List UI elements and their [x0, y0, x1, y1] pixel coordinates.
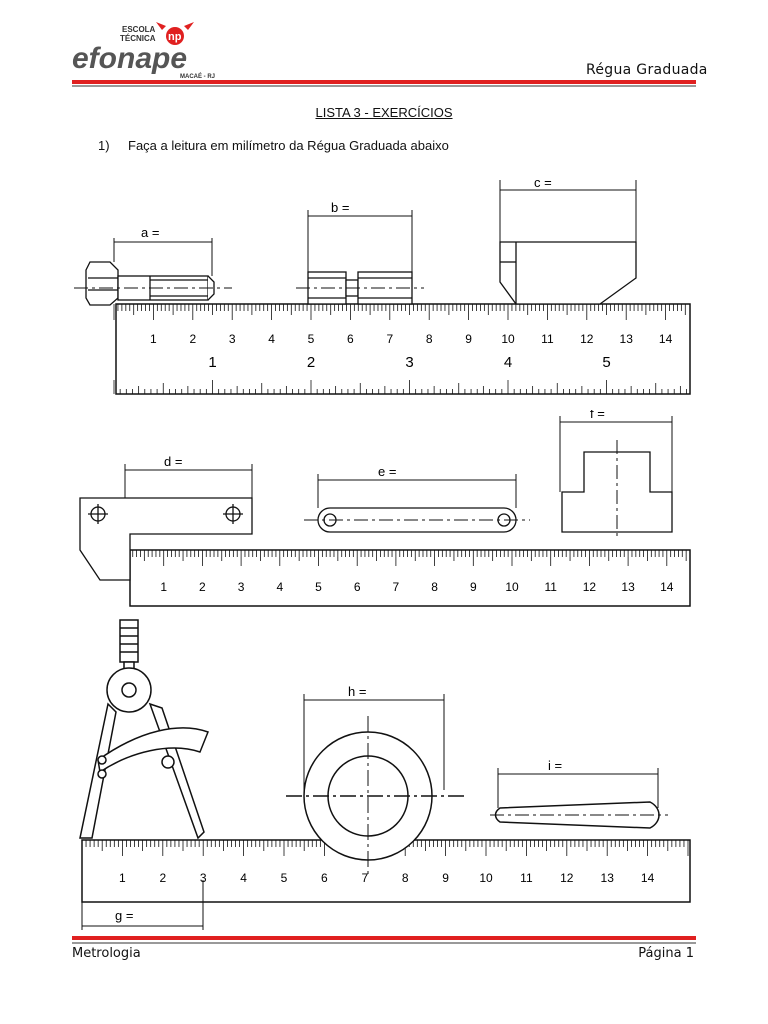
ruler-inch-number: 2 — [307, 354, 315, 371]
ruler-cm-number: 4 — [268, 332, 275, 346]
logo-school-line2: TÉCNICA — [120, 34, 156, 43]
ruler-cm-number: 7 — [386, 332, 393, 346]
ruler-cm-number: 13 — [620, 332, 634, 346]
question-text: Faça a leitura em milímetro da Régua Gra… — [128, 138, 449, 153]
logo-graphic: ESCOLA TÉCNICA np efonape MACAÉ - RJ — [72, 22, 215, 80]
ruler-cm-number: 11 — [541, 332, 554, 346]
ruler-cm-number: 6 — [347, 332, 354, 346]
ruler-cm-number: 13 — [621, 580, 635, 594]
logo-np: np — [168, 31, 182, 43]
label-f: f = — [590, 410, 605, 421]
list-title: LISTA 3 - EXERCÍCIOS — [315, 105, 453, 120]
ruler-cm-number: 8 — [402, 871, 409, 885]
label-h: h = — [348, 684, 366, 699]
ruler-cm-number: 6 — [321, 871, 328, 885]
block-part — [499, 241, 637, 305]
ruler-inch-number: 5 — [602, 354, 610, 371]
logo-city: MACAÉ - RJ — [180, 72, 215, 80]
footer-left: Metrologia — [72, 946, 141, 961]
ruler-cm-number: 12 — [560, 871, 574, 885]
ruler-cm-number: 13 — [601, 871, 615, 885]
header-gray-rule — [72, 85, 696, 87]
ruler-cm-number: 14 — [641, 871, 655, 885]
caliper-jaw-part — [79, 497, 253, 581]
ruler-cm-number: 8 — [431, 580, 438, 594]
ruler-cm-number: 14 — [659, 332, 673, 346]
label-b: b = — [331, 200, 349, 215]
ruler-cm-number: 11 — [520, 871, 533, 885]
ruler-cm-number: 11 — [544, 580, 557, 594]
ruler-cm-number: 7 — [393, 580, 400, 594]
question-number: 1) — [98, 138, 110, 153]
ruler-cm-number: 1 — [119, 871, 126, 885]
label-g: g = — [115, 908, 133, 923]
dimension-d — [124, 464, 253, 498]
dimension-e — [317, 474, 517, 508]
ruler-cm-number: 4 — [276, 580, 283, 594]
ruler-inch-number: 3 — [405, 354, 413, 371]
logo-brand: efonape — [72, 42, 187, 75]
ruler-cm-number: 9 — [465, 332, 472, 346]
dimension-f — [559, 416, 673, 492]
ruler-cm-number: 5 — [315, 580, 322, 594]
ruler-cm-number: 10 — [501, 332, 515, 346]
ruler-cm-number: 10 — [505, 580, 519, 594]
dimension-i — [497, 768, 659, 808]
dimension-c — [499, 180, 637, 242]
ruler-body — [115, 303, 691, 395]
label-a: a = — [141, 225, 159, 240]
logo-emblem-icon — [166, 27, 184, 45]
school-logo: ESCOLA TÉCNICA np efonape MACAÉ - RJ — [72, 18, 232, 82]
dimension-g — [81, 880, 204, 930]
label-c: c = — [534, 175, 552, 190]
footer-page-number: Página 1 — [638, 946, 694, 961]
ruler-cm-number: 10 — [479, 871, 493, 885]
document-title: Régua Graduada — [586, 62, 708, 78]
dimension-h — [303, 694, 445, 790]
ruler-cm-number: 8 — [426, 332, 433, 346]
question-1: 1) Faça a leitura em milímetro da Régua G… — [98, 138, 449, 153]
ruler-cm-number: 1 — [150, 332, 157, 346]
header-red-rule — [72, 80, 696, 84]
ruler-inch-number: 4 — [504, 354, 512, 371]
ruler-cm-number: 4 — [240, 871, 247, 885]
logo-wing-icon — [184, 22, 194, 30]
label-i: i = — [548, 758, 562, 773]
ruler-cm-number: 2 — [189, 332, 196, 346]
footer-gray-rule — [72, 942, 696, 944]
bolt-part — [85, 261, 215, 306]
ruler-cm-number: 14 — [660, 580, 674, 594]
ruler-cm-number: 12 — [583, 580, 597, 594]
ruler-cm-number: 1 — [160, 580, 167, 594]
label-d: d = — [164, 454, 182, 469]
ruler-body — [129, 549, 691, 607]
ruler-inch-number: 1 — [208, 354, 216, 371]
ruler-cm-number: 7 — [361, 871, 368, 885]
ruler-cm-number: 9 — [442, 871, 449, 885]
ruler-cm-number: 12 — [580, 332, 594, 346]
ruler-cm-number: 5 — [308, 332, 315, 346]
dimension-a — [113, 238, 213, 276]
ruler-cm-number: 9 — [470, 580, 477, 594]
footer-red-rule — [72, 936, 696, 940]
ruler-cm-number: 2 — [159, 871, 166, 885]
ruler-cm-number: 3 — [200, 871, 207, 885]
pin-part — [307, 271, 413, 305]
ruler-cm-number: 5 — [281, 871, 288, 885]
ruler-cm-number: 2 — [199, 580, 206, 594]
ruler-cm-number: 3 — [229, 332, 236, 346]
label-e: e = — [378, 464, 396, 479]
compass-tool — [79, 619, 209, 840]
ruler-cm-number: 6 — [354, 580, 361, 594]
ruler-cm-number: 3 — [238, 580, 245, 594]
logo-school-line1: ESCOLA — [122, 25, 156, 34]
dimension-b — [307, 210, 413, 272]
